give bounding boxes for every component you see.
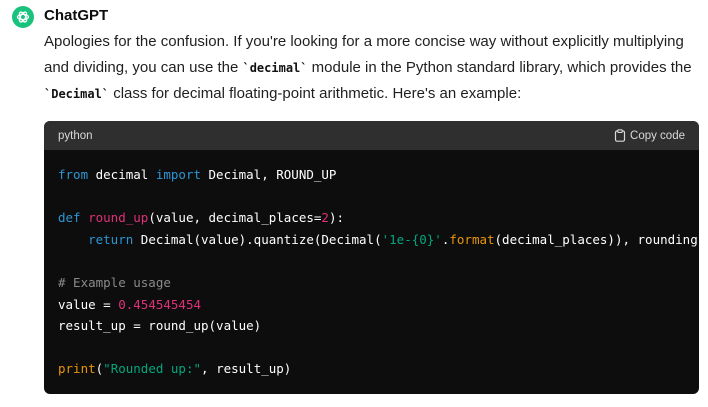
paragraph-text: class for decimal floating-point arithme…: [109, 85, 522, 102]
paragraph-text: Apologies for the confusion. If you're l…: [44, 33, 684, 76]
code-token: print: [58, 361, 96, 377]
code-token: def: [58, 210, 81, 226]
copy-code-button[interactable]: Copy code: [614, 129, 685, 142]
code-line-3: def round_up(value, decimal_places=2):: [58, 210, 344, 225]
code-token: decimal: [88, 167, 156, 182]
code-line-10: print("Rounded up:", result_up): [58, 361, 291, 376]
code-token: value =: [58, 296, 119, 312]
code-token: [58, 232, 88, 247]
code-token: (: [95, 361, 104, 377]
code-token: import: [155, 167, 201, 182]
code-token: (decimal_places)), rounding: [494, 231, 698, 247]
paragraph-text: module in the Python standard library, w…: [307, 58, 692, 76]
code-line-7: value = 0.454545454: [58, 297, 201, 312]
code-content: from decimal import Decimal, ROUND_UP de…: [44, 150, 699, 380]
code-line-1: from decimal import Decimal, ROUND_UP: [58, 167, 336, 182]
chatgpt-avatar: [12, 6, 34, 28]
code-line-6: # Example usage: [58, 274, 171, 290]
message-paragraph: Apologies for the confusion. If you're l…: [44, 29, 704, 108]
inline-code-decimal-class: `Decimal`: [44, 87, 110, 101]
code-line-8: result_up = round_up(value): [58, 318, 262, 334]
openai-logo-icon: [16, 11, 30, 23]
code-token: return: [88, 231, 134, 247]
code-token: format: [449, 231, 495, 247]
code-token: 0.454545454: [118, 296, 202, 312]
code-token: , result_up): [201, 361, 292, 377]
message-author: ChatGPT: [44, 7, 109, 24]
code-line-4: return Decimal(value).quantize(Decimal('…: [58, 232, 698, 247]
code-token: Decimal, ROUND_UP: [201, 167, 337, 182]
code-token: ):: [328, 210, 345, 226]
code-token: '1e-{0}': [381, 231, 442, 247]
code-token: "Rounded up:": [103, 361, 202, 377]
copy-code-label: Copy code: [630, 129, 685, 142]
code-token: 2: [321, 210, 329, 226]
code-token: .: [441, 231, 450, 247]
code-token: from: [58, 167, 89, 182]
clipboard-icon: [614, 129, 626, 142]
code-token: round_up: [88, 210, 149, 226]
code-block-header: python Copy code: [44, 121, 699, 150]
inline-code-decimal: `decimal`: [242, 60, 308, 75]
code-token: Decimal(value).quantize(Decimal(: [133, 231, 382, 247]
code-block: python Copy code from decimal import Dec…: [44, 121, 699, 394]
code-token: (value, decimal_places=: [148, 210, 322, 226]
code-language-label: python: [58, 129, 93, 142]
